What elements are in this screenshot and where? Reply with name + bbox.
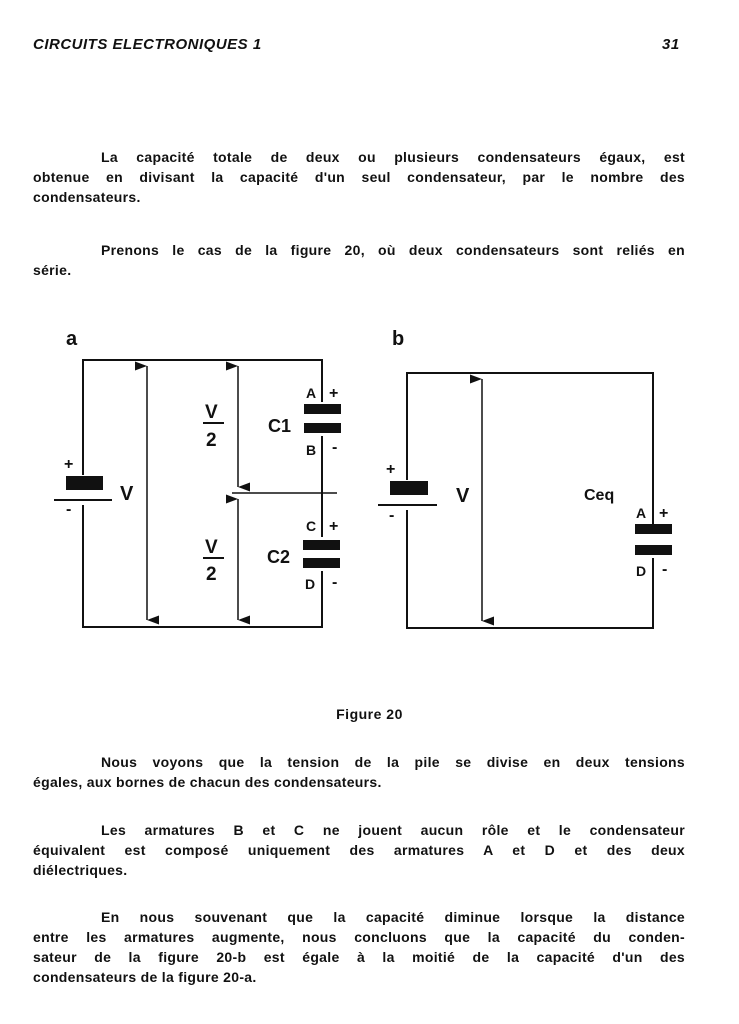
circuit-a-labels: + - V V 2 V 2 C1 C2 A + B - C + D - [64, 385, 338, 592]
svg-text:+: + [386, 461, 395, 478]
ceq-label: Ceq [584, 487, 614, 504]
svg-text:2: 2 [206, 430, 217, 451]
paragraph-1: La capacité totale de deux ou plusieurs … [33, 147, 685, 207]
svg-text:C: C [306, 518, 316, 534]
text-line: Prenons le cas de la figure 20, où deux … [101, 242, 685, 258]
circuit-b-wire [406, 372, 654, 629]
svg-text:B: B [306, 442, 316, 458]
page-number: 31 [662, 36, 680, 53]
text-line: La capacité totale de deux ou plusieurs … [101, 149, 685, 165]
panel-b-label: b [392, 328, 404, 350]
svg-text:+: + [659, 505, 668, 522]
text-line: sateur de la figure 20-b est égale à la … [33, 949, 685, 965]
paragraph-2: Prenons le cas de la figure 20, où deux … [33, 240, 685, 280]
c1-plate-b [304, 423, 341, 433]
paragraph-3: Nous voyons que la tension de la pile se… [33, 752, 685, 792]
v-label-b: V [456, 485, 470, 507]
battery-plate-positive [66, 476, 103, 490]
text-line: diélectriques. [33, 862, 128, 878]
svg-text:V: V [205, 537, 218, 558]
c2-label: C2 [267, 547, 290, 567]
text-line: équivalent est composé uniquement des ar… [33, 842, 685, 858]
svg-text:-: - [332, 439, 337, 456]
svg-text:V: V [205, 402, 218, 423]
text-line: obtenue en divisant la capacité d'un seu… [33, 169, 685, 185]
c1-label: C1 [268, 416, 291, 436]
text-line: égales, aux bornes de chacun des condens… [33, 774, 382, 790]
circuit-a: a [54, 328, 341, 628]
svg-text:-: - [66, 501, 71, 518]
ceq-plate-a [635, 524, 672, 534]
text-line: série. [33, 262, 72, 278]
c1-plate-a [304, 404, 341, 414]
figure-20-diagram: a + - V V 2 V 2 C1 C2 A + B - C + D - b [54, 328, 672, 629]
text-line: condensateurs de la figure 20-a. [33, 969, 257, 985]
svg-text:+: + [329, 518, 338, 535]
text-line: Nous voyons que la tension de la pile se… [101, 754, 685, 770]
svg-text:A: A [306, 385, 316, 401]
paragraph-4: Les armatures B et C ne jouent aucun rôl… [33, 820, 685, 880]
v-label: V [120, 483, 134, 505]
battery-b-plate-positive [390, 481, 428, 495]
text-line: condensateurs. [33, 189, 141, 205]
panel-a-label: a [66, 328, 78, 350]
figure-caption: Figure 20 [336, 706, 403, 722]
circuit-a-wire [82, 359, 323, 628]
ceq-plate-d [635, 545, 672, 555]
text-line: En nous souvenant que la capacité diminu… [101, 909, 685, 925]
svg-text:D: D [305, 576, 315, 592]
paragraph-5: En nous souvenant que la capacité diminu… [33, 907, 685, 987]
circuit-b-labels: + - V Ceq A + D - [386, 461, 668, 579]
circuit-b: b [378, 328, 672, 629]
svg-text:+: + [329, 385, 338, 402]
svg-text:+: + [64, 456, 73, 473]
c2-plate-d [303, 558, 340, 568]
text-line: entre les armatures augmente, nous concl… [33, 929, 685, 945]
c2-plate-c [303, 540, 340, 550]
svg-text:2: 2 [206, 564, 217, 585]
svg-text:-: - [389, 507, 394, 524]
svg-text:-: - [332, 574, 337, 591]
svg-text:-: - [662, 561, 667, 578]
text-line: Les armatures B et C ne jouent aucun rôl… [101, 822, 685, 838]
svg-text:D: D [636, 563, 646, 579]
svg-text:A: A [636, 505, 646, 521]
running-header: CIRCUITS ELECTRONIQUES 1 [33, 36, 262, 53]
